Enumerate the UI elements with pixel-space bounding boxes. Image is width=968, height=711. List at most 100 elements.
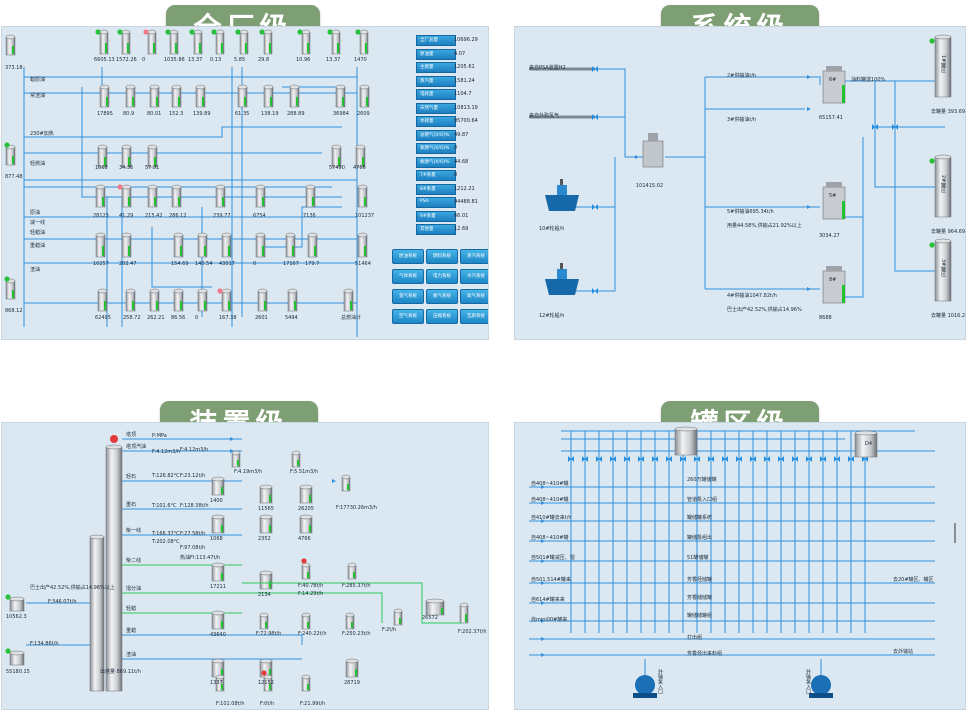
unit-value: 2352 bbox=[258, 536, 271, 542]
tank-top-icon bbox=[105, 444, 123, 450]
tank-level-icon bbox=[221, 525, 223, 532]
plant-left-label: 轻燃油 bbox=[30, 161, 46, 167]
system-nav-button[interactable]: 气体系统 bbox=[392, 269, 424, 284]
pipe-line bbox=[845, 137, 864, 218]
tank-mid-label: 51罐储罐 bbox=[687, 555, 709, 561]
system-nav-button[interactable]: 氢气系统 bbox=[392, 289, 424, 304]
plant-metric-badge: 7#系量 bbox=[416, 170, 456, 181]
tank-level-icon bbox=[12, 46, 14, 54]
tank-top-icon bbox=[331, 144, 342, 150]
system-nav-button[interactable]: 氧气系统 bbox=[460, 289, 488, 304]
plant-unit-value: 2609 bbox=[357, 111, 370, 117]
status-light-icon bbox=[95, 29, 101, 35]
side-column-icon bbox=[89, 536, 105, 692]
system-nav-button[interactable]: 瓦斯系统 bbox=[460, 309, 488, 324]
valve-icon bbox=[610, 456, 616, 462]
unit-value: F:202.37t/h bbox=[458, 629, 487, 635]
tank-level-icon bbox=[355, 669, 357, 676]
unit-stream-label: 轻石 bbox=[126, 474, 137, 480]
tank-level-icon bbox=[221, 621, 223, 628]
system-value: 8688 bbox=[819, 315, 832, 321]
system-nav-button[interactable]: 原油系统 bbox=[392, 249, 424, 264]
tank-level-icon bbox=[154, 157, 156, 166]
tank-level-icon bbox=[269, 669, 271, 676]
unit-value: 4766 bbox=[298, 536, 311, 542]
system-nav-button[interactable]: 氮气系统 bbox=[426, 289, 458, 304]
system-value: 去罐量 964.69t/h bbox=[931, 229, 966, 235]
unit-value: F:27.58t/h bbox=[180, 531, 206, 537]
plant-metric-value: 4.07 bbox=[454, 50, 466, 57]
valve-icon bbox=[596, 456, 602, 462]
tank-level-icon bbox=[347, 484, 349, 490]
valve-icon bbox=[592, 288, 598, 294]
system-nav-button[interactable]: 水汽系统 bbox=[460, 269, 488, 284]
plant-metric-badge: 全厂总量 bbox=[416, 35, 456, 46]
furnace-icon bbox=[642, 140, 664, 168]
plant-flow-diagram bbox=[4, 29, 370, 337]
tank-top-icon bbox=[255, 232, 266, 238]
tank-level-icon bbox=[204, 301, 206, 310]
system-label: 油料罐送100% bbox=[851, 77, 886, 83]
tank-level-icon bbox=[399, 618, 401, 624]
plant-metric-value: 0 bbox=[454, 172, 458, 178]
tank-top-icon bbox=[287, 288, 298, 294]
plant-unit-value: 286.12 bbox=[169, 213, 187, 219]
plant-top-value: 1572.26 bbox=[116, 57, 137, 63]
product-tank-label: 3#罐区 bbox=[940, 259, 946, 277]
tank-level-icon bbox=[12, 156, 14, 164]
pump-label: 外输泵入口 bbox=[805, 669, 811, 694]
tank-level-icon bbox=[221, 573, 223, 580]
unit-value: F:17730.26m3/h bbox=[336, 505, 377, 511]
plant-unit-value: 7136 bbox=[303, 213, 316, 219]
unit-stream-label: 柴二线 bbox=[126, 558, 142, 564]
system-nav-button[interactable]: 蒸汽系统 bbox=[460, 249, 488, 264]
system-label: 2#供输油t/h bbox=[727, 73, 757, 79]
status-light-icon bbox=[117, 29, 123, 35]
tank-vessel-icon bbox=[674, 428, 698, 456]
status-light-icon bbox=[327, 29, 333, 35]
tank-level-icon bbox=[342, 97, 344, 106]
system-nav-button[interactable]: 燃料系统 bbox=[426, 249, 458, 264]
unit-stream-label: 塔顶 bbox=[126, 432, 137, 438]
pipe-line bbox=[242, 592, 383, 623]
tank-top-icon bbox=[259, 514, 273, 520]
flow-arrow bbox=[541, 485, 545, 489]
tank-level-icon bbox=[132, 97, 134, 106]
status-light-icon bbox=[165, 29, 171, 35]
plant-metric-value: 1212.21 bbox=[454, 185, 475, 192]
plant-top-value: 6605.13 bbox=[94, 57, 115, 63]
unit-value: F:40.78t/h bbox=[298, 583, 324, 589]
tank-level-icon bbox=[309, 495, 311, 502]
tank-top-icon bbox=[259, 570, 273, 576]
plant-unit-value: 28125 bbox=[93, 213, 109, 219]
system-label: 用量44.58%,供输占21.92%以上 bbox=[727, 223, 802, 229]
tank-top-icon bbox=[149, 84, 160, 90]
system-nav-button[interactable]: 电力系统 bbox=[426, 269, 458, 284]
alarm-icon bbox=[110, 435, 118, 443]
system-value: 去罐量 393.69t/h bbox=[931, 109, 966, 115]
pipe-line bbox=[242, 582, 462, 624]
reactor-label: 5# bbox=[829, 193, 837, 199]
system-nav-button[interactable]: 压缩系统 bbox=[426, 309, 458, 324]
ship-icon bbox=[545, 195, 579, 211]
valve-icon bbox=[592, 66, 598, 72]
plant-metric-value: 95700.64 bbox=[454, 118, 478, 124]
tank-level-icon bbox=[309, 525, 311, 532]
tank-level-icon bbox=[180, 246, 182, 256]
tank-top-icon bbox=[211, 514, 225, 520]
tank-level-icon bbox=[221, 43, 223, 53]
system-nav-button[interactable]: 空气系统 bbox=[392, 309, 424, 324]
tank-level-icon bbox=[312, 197, 314, 206]
tank-top-icon bbox=[934, 154, 952, 160]
plant-top-value: 13.37 bbox=[326, 57, 341, 63]
tank-top-icon bbox=[259, 612, 269, 618]
tank-mid-label: 罐储泵组出 bbox=[687, 535, 713, 541]
valve-icon bbox=[848, 456, 854, 462]
plant-metric-badge: 天然气量 bbox=[416, 102, 456, 114]
pipe-line bbox=[575, 157, 616, 208]
tank-top-icon bbox=[89, 534, 105, 540]
tank-top-icon bbox=[9, 650, 25, 656]
tank-level-icon bbox=[269, 43, 271, 53]
